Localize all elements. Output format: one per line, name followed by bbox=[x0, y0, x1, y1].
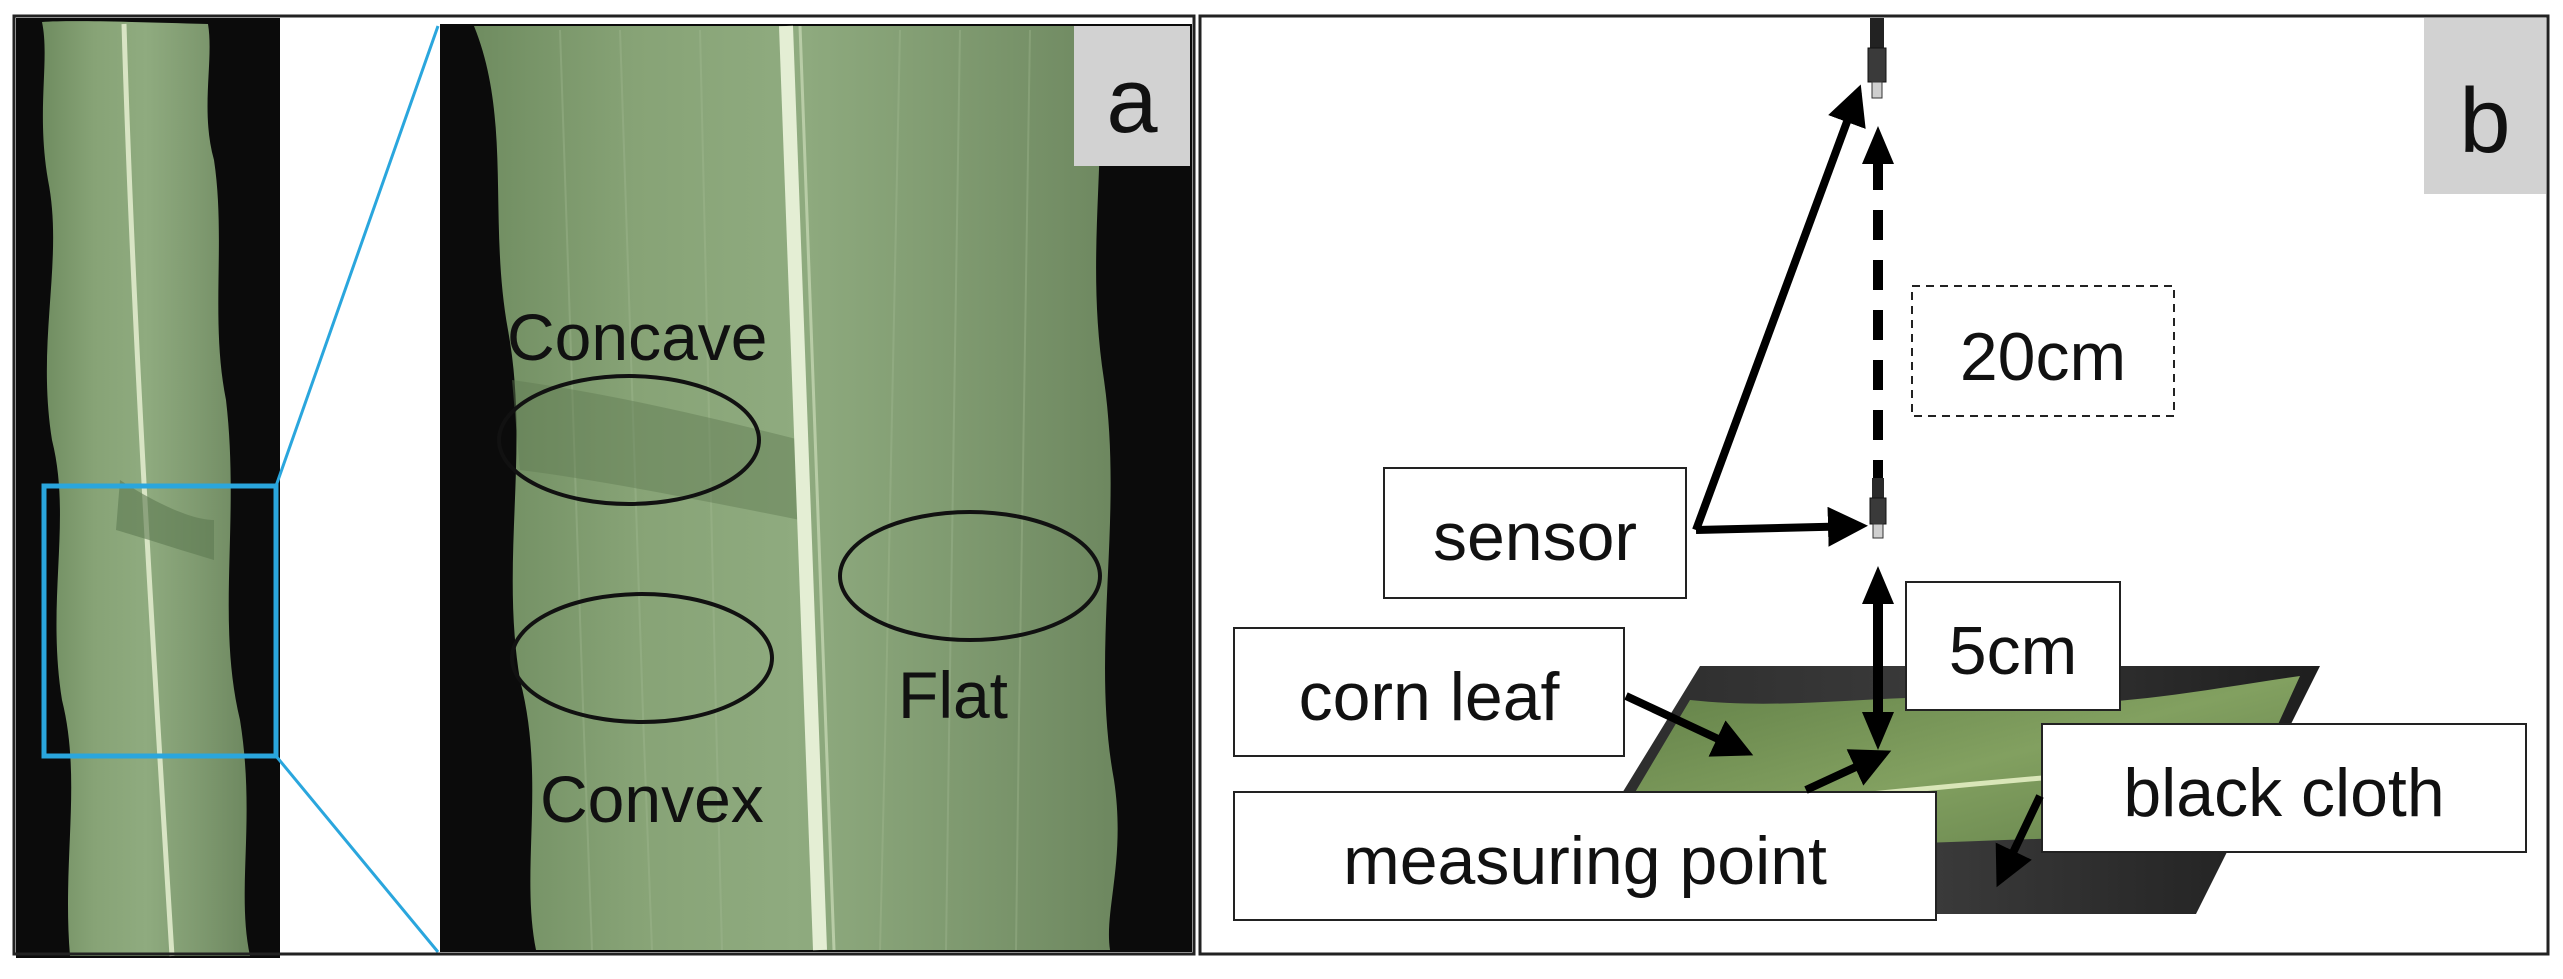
panel-a: Concave Convex Flat a bbox=[12, 14, 1196, 958]
black-cloth-pointer bbox=[1995, 794, 2044, 888]
measuring-point-label-box bbox=[1233, 791, 1937, 921]
sensor-label: sensor bbox=[1433, 499, 1637, 575]
flat-label: Flat bbox=[898, 658, 1008, 732]
zoomed-leaf-midrib bbox=[779, 25, 827, 951]
panel-a-letter: a bbox=[1106, 50, 1158, 152]
flat-region-ellipse bbox=[838, 510, 1102, 642]
zoom-connector-bottom bbox=[274, 755, 440, 953]
distance-5cm-label: 5cm bbox=[1949, 613, 2077, 689]
panel-b: b sensor 20cm 5cm bbox=[1198, 14, 2550, 956]
sensor-pointer-upper bbox=[1692, 84, 1866, 532]
sensor-pointer-lower bbox=[1695, 506, 1868, 547]
thumbnail-leaf-midrib bbox=[121, 23, 175, 957]
zoom-connector-top bbox=[274, 25, 440, 487]
distance-arrowhead-20cm bbox=[1862, 126, 1894, 164]
zoomed-leaf-dark-band bbox=[512, 380, 800, 520]
distance-20cm-label-box bbox=[1911, 285, 2175, 417]
panel-b-letter-tab bbox=[2424, 18, 2546, 194]
sensor-lower bbox=[1869, 478, 1887, 539]
thumbnail-leaf-shadow bbox=[116, 480, 214, 560]
distance-arrowhead-5cm-top bbox=[1862, 566, 1894, 604]
corn-leaf-pointer bbox=[1624, 692, 1754, 757]
measuring-point-label: measuring point bbox=[1343, 823, 1827, 899]
zoomed-leaf-blade bbox=[474, 26, 1118, 950]
concave-region-ellipse bbox=[497, 374, 761, 506]
distance-arrowhead-5cm-bottom bbox=[1862, 712, 1894, 750]
sensor-upper bbox=[1867, 18, 1887, 99]
black-cloth-label-box bbox=[2041, 723, 2527, 853]
zoomed-leaf-texture bbox=[559, 29, 1031, 951]
convex-label: Convex bbox=[540, 762, 764, 836]
distance-20cm-label: 20cm bbox=[1960, 319, 2126, 395]
measuring-point-pointer bbox=[1804, 749, 1892, 794]
sensor-label-box bbox=[1383, 467, 1687, 599]
distance-5cm-label-box bbox=[1905, 581, 2121, 711]
zoom-region-box bbox=[41, 483, 279, 759]
corn-leaf-label-box bbox=[1233, 627, 1625, 757]
corn-leaf-label: corn leaf bbox=[1299, 659, 1560, 735]
zoomed-leaf-midrib-edge bbox=[798, 25, 836, 951]
panel-a-frame bbox=[12, 14, 1196, 956]
panel-b-letter: b bbox=[2459, 70, 2510, 172]
black-cloth-label: black cloth bbox=[2123, 755, 2444, 831]
concave-label: Concave bbox=[507, 300, 768, 374]
convex-region-ellipse bbox=[510, 592, 774, 724]
panel-a-letter-tab bbox=[1074, 26, 1190, 166]
